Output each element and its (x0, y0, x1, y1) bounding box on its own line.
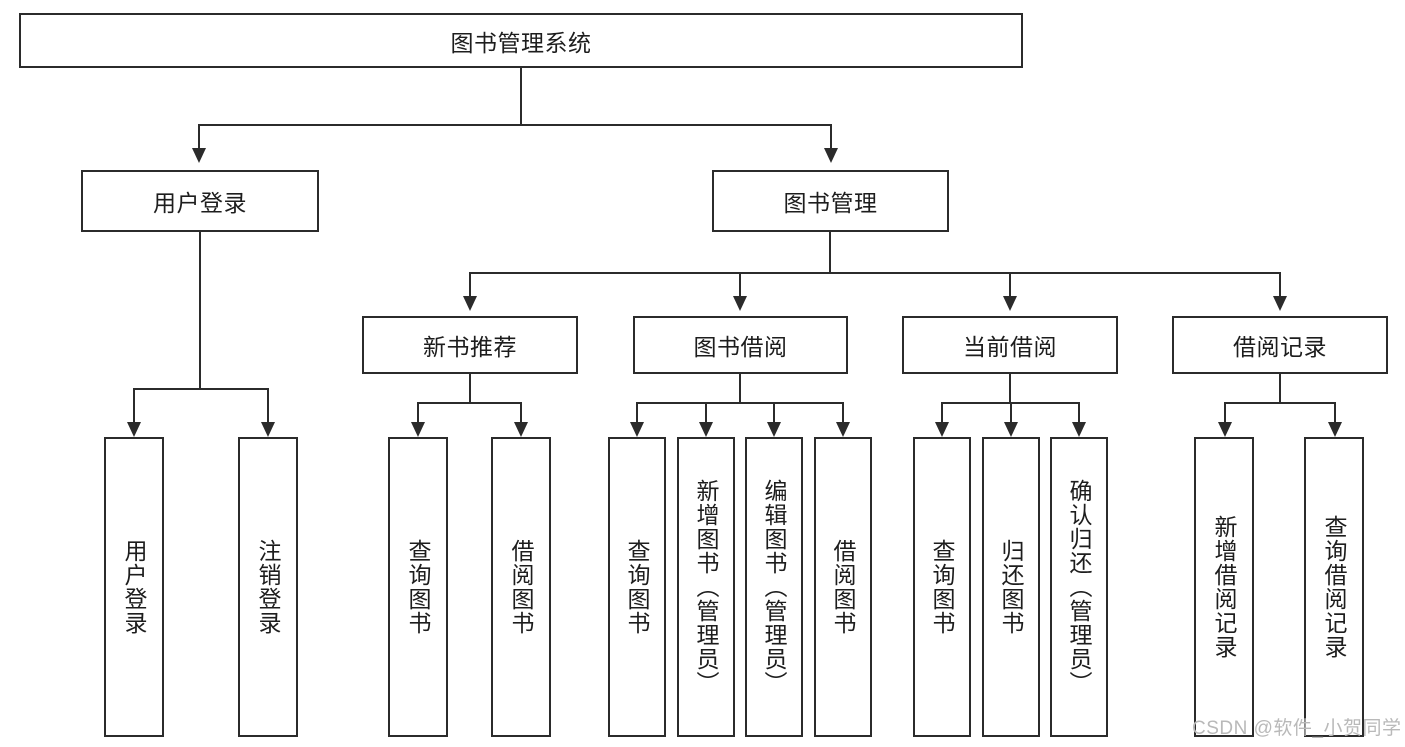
leaf-user-login[interactable]: 用户登录 (104, 437, 164, 737)
node-label: 图书借阅 (693, 334, 788, 360)
leaf-borrow-book[interactable]: 借阅图书 (814, 437, 872, 737)
connector-drop-new-books (469, 272, 471, 296)
arrowhead-leaf-12 (1328, 422, 1342, 437)
arrowhead-leaf-9 (1004, 422, 1018, 437)
connector-drop-leaf-12 (1334, 402, 1336, 422)
connector-drop-leaf-2 (417, 402, 419, 422)
connector-drop-leaf-4 (636, 402, 638, 422)
leaf-confirm-return-admin[interactable]: 确认归还（管理员） (1050, 437, 1108, 737)
node-label: 编辑图书（管理员） (761, 479, 788, 695)
connector-book-mgmt-stem (829, 232, 831, 272)
arrowhead-leaf-5 (699, 422, 713, 437)
connector-user-login-bus (133, 388, 268, 390)
leaf-query-books-borrow[interactable]: 查询图书 (608, 437, 666, 737)
connector-drop-leaf-6 (773, 402, 775, 422)
connector-drop-leaf-5 (705, 402, 707, 422)
node-label: 查询图书 (405, 539, 432, 635)
node-label: 注销登录 (255, 539, 282, 635)
connector-book-borrow-stem (739, 374, 741, 402)
node-label: 查询借阅记录 (1321, 515, 1348, 659)
connector-drop-current-borrow (1009, 272, 1011, 296)
arrowhead-leaf-6 (767, 422, 781, 437)
connector-book-borrow-bus (636, 402, 844, 404)
node-label: 新书推荐 (423, 334, 517, 360)
leaf-add-borrow-record[interactable]: 新增借阅记录 (1194, 437, 1254, 737)
connector-drop-book-mgmt (830, 124, 832, 148)
arrowhead-leaf-2 (411, 422, 425, 437)
node-label: 新增图书（管理员） (693, 479, 720, 695)
connector-drop-leaf-7 (842, 402, 844, 422)
arrowhead-book-mgmt (824, 148, 838, 163)
connector-drop-leaf-0 (133, 388, 135, 422)
node-label: 当前借阅 (963, 334, 1057, 360)
leaf-add-book-admin[interactable]: 新增图书（管理员） (677, 437, 735, 737)
connector-drop-user-login (198, 124, 200, 148)
connector-drop-leaf-9 (1010, 402, 1012, 422)
connector-borrow-records-bus (1224, 402, 1336, 404)
connector-drop-leaf-11 (1224, 402, 1226, 422)
arrowhead-borrow-records (1273, 296, 1287, 311)
arrowhead-new-books (463, 296, 477, 311)
leaf-query-books-current[interactable]: 查询图书 (913, 437, 971, 737)
connector-drop-leaf-3 (520, 402, 522, 422)
connector-drop-leaf-1 (267, 388, 269, 422)
node-label: 图书管理 (783, 190, 878, 216)
connector-drop-book-borrow (739, 272, 741, 296)
leaf-query-books-recommend[interactable]: 查询图书 (388, 437, 448, 737)
connector-new-books-stem (469, 374, 471, 402)
leaf-borrow-books-recommend[interactable]: 借阅图书 (491, 437, 551, 737)
connector-drop-borrow-records (1279, 272, 1281, 296)
leaf-edit-book-admin[interactable]: 编辑图书（管理员） (745, 437, 803, 737)
arrowhead-leaf-4 (630, 422, 644, 437)
arrowhead-leaf-10 (1072, 422, 1086, 437)
connector-user-login-stem (199, 232, 201, 388)
node-label: 借阅图书 (830, 539, 857, 635)
node-label: 归还图书 (998, 539, 1025, 635)
connector-drop-leaf-8 (941, 402, 943, 422)
node-label: 借阅记录 (1233, 334, 1327, 360)
arrowhead-user-login (192, 148, 206, 163)
arrowhead-leaf-11 (1218, 422, 1232, 437)
arrowhead-current-borrow (1003, 296, 1017, 311)
node-label: 图书管理系统 (450, 29, 592, 56)
node-book-management[interactable]: 图书管理 (712, 170, 949, 232)
watermark-text: CSDN @软件_小贺同学 (1192, 718, 1402, 739)
leaf-logout[interactable]: 注销登录 (238, 437, 298, 737)
arrowhead-leaf-3 (514, 422, 528, 437)
connector-borrow-records-stem (1279, 374, 1281, 402)
leaf-query-borrow-record[interactable]: 查询借阅记录 (1304, 437, 1364, 737)
connector-drop-leaf-10 (1078, 402, 1080, 422)
node-user-login[interactable]: 用户登录 (81, 170, 319, 232)
leaf-return-book[interactable]: 归还图书 (982, 437, 1040, 737)
node-label: 用户登录 (121, 539, 148, 635)
node-label: 用户登录 (153, 190, 247, 216)
connector-root-stem (520, 68, 522, 124)
node-borrow-records[interactable]: 借阅记录 (1172, 316, 1388, 374)
connector-level2-bus (198, 124, 832, 126)
connector-level3-bus (469, 272, 1281, 274)
node-root-system[interactable]: 图书管理系统 (19, 13, 1023, 68)
node-new-book-recommend[interactable]: 新书推荐 (362, 316, 578, 374)
connector-current-borrow-stem (1009, 374, 1011, 402)
arrowhead-leaf-8 (935, 422, 949, 437)
node-current-borrow[interactable]: 当前借阅 (902, 316, 1118, 374)
node-label: 查询图书 (929, 539, 956, 635)
arrowhead-book-borrow (733, 296, 747, 311)
arrowhead-leaf-1 (261, 422, 275, 437)
arrowhead-leaf-0 (127, 422, 141, 437)
connector-new-books-bus (417, 402, 522, 404)
node-label: 确认归还（管理员） (1066, 479, 1093, 695)
node-label: 查询图书 (624, 539, 651, 635)
node-book-borrow[interactable]: 图书借阅 (633, 316, 848, 374)
arrowhead-leaf-7 (836, 422, 850, 437)
node-label: 新增借阅记录 (1211, 515, 1238, 659)
node-label: 借阅图书 (508, 539, 535, 635)
